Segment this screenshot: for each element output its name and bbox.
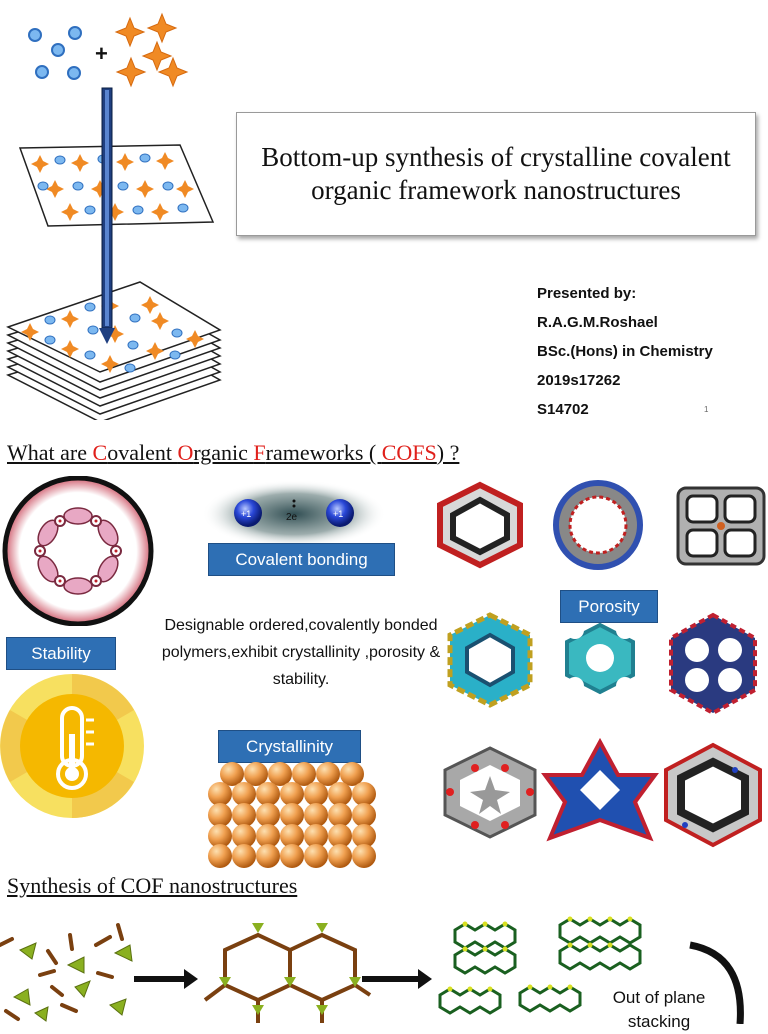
presenter-degree: BSc.(Hons) in Chemistry (537, 343, 713, 360)
presenter-name: R.A.G.M.Roshael (537, 314, 658, 331)
out-of-plane-stacking-label: Out of plane stacking (612, 988, 706, 1031)
blue-monomers (28, 26, 82, 80)
single-cof-sheet (18, 144, 215, 227)
atom-right-charge: +1 (333, 509, 343, 519)
cof-structure-hexagonal-1 (437, 481, 523, 569)
cof-assembly-illustration: + (6, 12, 222, 420)
slide-title: Bottom-up synthesis of crystalline coval… (261, 142, 731, 205)
heading-letter-f: F (253, 440, 266, 465)
presenter-info: Presented by: R.A.G.M.Roshael BSc.(Hons)… (537, 279, 713, 424)
presenter-heading: Presented by: (537, 285, 637, 302)
presenter-index-no: S14702 (537, 401, 589, 418)
presenter-reg-no: 2019s17262 (537, 372, 621, 389)
scattered-monomers (0, 923, 133, 1022)
synthesis-scheme (0, 916, 744, 1024)
slide-title-box: Bottom-up synthesis of crystalline coval… (236, 112, 756, 236)
cofs-description: Designable ordered,covalently bonded pol… (161, 617, 441, 688)
cof-structure-kagome (541, 737, 659, 842)
heading-letter-c: C (92, 440, 108, 465)
stacking-bracket (689, 941, 744, 1024)
crystallinity-label: Crystallinity (218, 730, 361, 763)
heading-word-covalent: ovalent (107, 440, 178, 465)
bond-electrons: 2e (286, 512, 298, 523)
plus-sign: + (95, 41, 108, 66)
orange-star-monomers (114, 12, 189, 88)
heading-word-frameworks: rameworks ( (265, 440, 382, 465)
cof-structure-gray-star (443, 746, 537, 839)
synthesis-arrow-1 (134, 969, 198, 989)
heading-prefix: What are (7, 440, 93, 465)
stacked-cof-sheets (6, 281, 222, 420)
cof-structure-large-pore (664, 742, 762, 848)
crystal-spheres-illustration (208, 762, 376, 868)
porosity-label: Porosity (560, 590, 658, 623)
covalent-bonding-label: Covalent bonding (208, 543, 395, 576)
cofs-section-heading: What are Covalent Organic Frameworks ( C… (7, 440, 459, 466)
synthesis-arrow-2 (362, 969, 432, 989)
cof-structures-grid (437, 480, 766, 848)
atom-left-charge: +1 (241, 509, 251, 519)
thermometer-icon (0, 674, 144, 818)
cof-structure-dual-pore (669, 612, 757, 716)
cof-structure-stacked-layers (447, 612, 533, 708)
ring-molecule-icon (2, 476, 154, 626)
stability-label: Stability (6, 637, 116, 670)
heading-word-organic: rganic (193, 440, 254, 465)
heading-letter-o: O (177, 440, 194, 465)
heading-suffix: ) ? (436, 440, 460, 465)
cof-structure-cyan-mesh (565, 621, 635, 695)
synthesis-section-heading: Synthesis of COF nanostructures (7, 873, 298, 898)
cof-structure-square (676, 486, 766, 566)
page-number: 1 (704, 405, 709, 414)
cof-structure-hexagonal-2 (553, 480, 643, 570)
heading-acronym: COFS (381, 440, 437, 465)
covalent-bond-illustration: +1 +1 2e (202, 480, 386, 548)
assembly-arrow (99, 87, 115, 344)
